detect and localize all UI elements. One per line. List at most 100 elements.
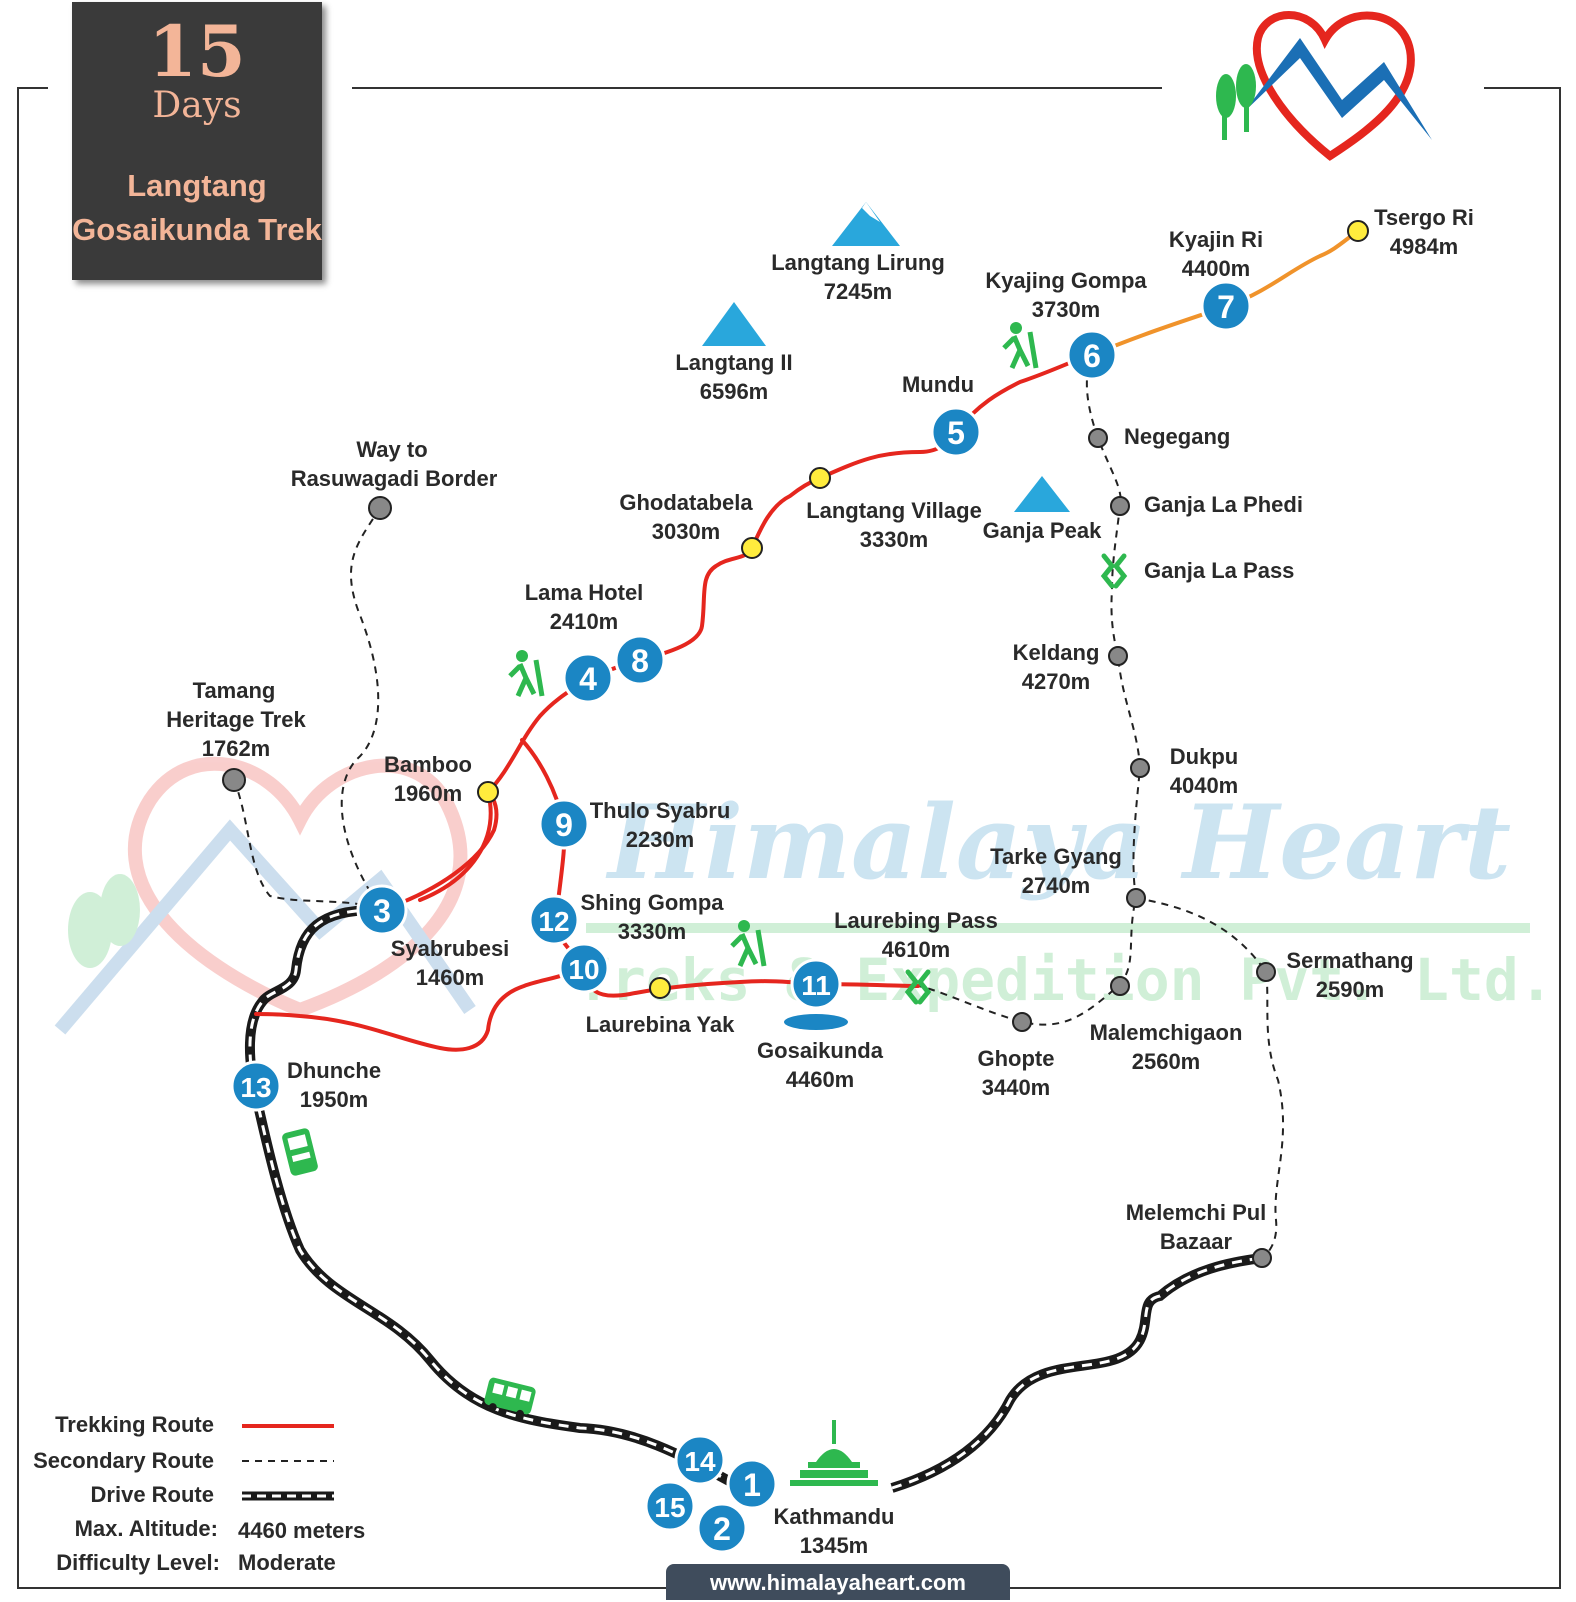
place-name: Ghopte xyxy=(978,1046,1055,1071)
waypoints xyxy=(222,220,1369,1268)
stupa-icon xyxy=(790,1420,878,1486)
place-name: Kyajing Gompa xyxy=(985,268,1147,293)
himalaya-heart-logo xyxy=(1216,11,1432,161)
logo-heart-icon xyxy=(1252,11,1415,161)
place-name: Tarke Gyang xyxy=(990,844,1122,869)
place-name-line2: Heritage Trek xyxy=(166,707,306,732)
place-laurebina-yak: Laurebina Yak xyxy=(586,1012,736,1037)
peak-langtang-lirung: Langtang Lirung 7245m xyxy=(771,202,945,304)
title-days-word: Days xyxy=(152,85,242,126)
place-bamboo: Bamboo 1960m xyxy=(384,752,472,806)
day-number: 7 xyxy=(1217,289,1235,325)
place-name: Ganja La Pass xyxy=(1144,558,1294,583)
place-labels: Tsergo Ri 4984m Kyajin Ri 4400m Kyajing … xyxy=(166,205,1474,1558)
place-name: Ghodatabela xyxy=(619,490,753,515)
place-name: Negegang xyxy=(1124,424,1230,449)
day-marker-5: 5 xyxy=(930,406,982,458)
place-name: Langtang Village xyxy=(806,498,982,523)
place-dukpu: Dukpu 4040m xyxy=(1170,744,1239,798)
place-melemchi-pul: Melemchi Pul Bazaar xyxy=(1126,1200,1267,1254)
waypoint-keldang xyxy=(1108,646,1128,666)
peak-name: Langtang Lirung xyxy=(771,250,945,275)
place-name-line1: Tamang xyxy=(193,678,276,703)
place-name: Laurebing Pass xyxy=(834,908,998,933)
place-way-to-rasuwagadi: Way to Rasuwagadi Border xyxy=(291,437,498,491)
day-marker-13: 13 xyxy=(230,1060,282,1112)
day-number: 15 xyxy=(654,1492,685,1523)
waypoint-melemchi-pul xyxy=(1252,1248,1272,1268)
place-elevation: 1762m xyxy=(202,736,271,761)
waypoint-ganja-la-phedi xyxy=(1110,496,1130,516)
day-marker-1: 1 xyxy=(726,1458,778,1510)
place-elevation: 2230m xyxy=(626,827,695,852)
place-name: Dhunche xyxy=(287,1058,381,1083)
place-laurebing-pass: Laurebing Pass 4610m xyxy=(834,908,998,962)
day-marker-8: 8 xyxy=(614,634,666,686)
website-link[interactable]: www.himalayaheart.com xyxy=(666,1564,1010,1600)
peak-langtang-ii: Langtang II 6596m xyxy=(675,302,793,404)
watermark-line2: Treks & Expedition Pvt. Ltd. xyxy=(576,946,1554,1014)
day-marker-9: 9 xyxy=(538,798,590,850)
place-negegang: Negegang xyxy=(1124,424,1230,449)
title-box: 15 Days Langtang Gosaikunda Trek xyxy=(72,2,322,280)
place-name-line1: Way to xyxy=(356,437,427,462)
hiker-icon xyxy=(730,920,767,968)
day-number: 6 xyxy=(1083,338,1101,374)
place-name: Malemchigaon xyxy=(1090,1020,1243,1045)
drive-route xyxy=(244,905,1263,1493)
day-marker-11: 11 xyxy=(790,958,842,1010)
place-name: Dukpu xyxy=(1170,744,1238,769)
place-kathmandu: Kathmandu 1345m xyxy=(774,1504,895,1558)
hiker-icons xyxy=(508,322,1039,968)
place-name-line2: Rasuwagadi Border xyxy=(291,466,498,491)
day-number: 2 xyxy=(713,1511,731,1547)
title-days-number: 15 xyxy=(148,10,246,93)
place-name-line1: Melemchi Pul xyxy=(1126,1200,1267,1225)
peak-ganja: Ganja Peak xyxy=(983,476,1102,543)
mountain-icon xyxy=(832,202,900,246)
place-name: Laurebina Yak xyxy=(586,1012,736,1037)
peak-name: Ganja Peak xyxy=(983,518,1102,543)
day-number: 4 xyxy=(579,661,597,697)
legend-drive-route: Drive Route xyxy=(91,1482,214,1507)
day-marker-15: 15 xyxy=(644,1480,696,1532)
day-number: 5 xyxy=(947,415,965,451)
legend-max-altitude-label: Max. Altitude: xyxy=(75,1516,218,1541)
waypoint-dukpu xyxy=(1130,758,1150,778)
place-kyajing-gompa: Kyajing Gompa 3730m xyxy=(985,268,1147,322)
place-keldang: Keldang 4270m xyxy=(1013,640,1100,694)
bus-icon xyxy=(484,1377,536,1418)
place-name: Thulo Syabru xyxy=(590,798,731,823)
place-name: Shing Gompa xyxy=(581,890,725,915)
legend-trekking-route: Trekking Route xyxy=(55,1412,214,1437)
day-markers: 1 2 3 4 5 6 7 8 9 10 11 12 13 14 15 xyxy=(230,280,1252,1554)
mountain-icon xyxy=(1014,476,1070,512)
waypoint-langtang-village xyxy=(809,467,831,489)
peak-name: Langtang II xyxy=(675,350,792,375)
day-number: 9 xyxy=(555,807,573,843)
place-elevation: 2740m xyxy=(1022,873,1091,898)
place-name: Kathmandu xyxy=(774,1504,895,1529)
legend-max-altitude-value: 4460 meters xyxy=(238,1518,365,1543)
waypoint-ghodatabela xyxy=(741,537,763,559)
day-number: 14 xyxy=(684,1446,716,1477)
logo-hikers-icon xyxy=(1216,64,1256,140)
place-ghopte: Ghopte 3440m xyxy=(978,1046,1055,1100)
place-elevation: 1345m xyxy=(800,1533,869,1558)
secondary-routes xyxy=(233,354,1284,1259)
title-trek-name: Langtang Gosaikunda Trek xyxy=(72,164,322,252)
waypoint-bamboo xyxy=(477,781,499,803)
day-marker-3: 3 xyxy=(356,884,408,936)
place-gosaikunda: Gosaikunda 4460m xyxy=(757,1038,884,1092)
waypoint-way-to-rasuwagadi xyxy=(368,496,392,520)
legend-difficulty-value: Moderate xyxy=(238,1550,336,1575)
place-thulo-syabru: Thulo Syabru 2230m xyxy=(590,798,731,852)
place-name: Sermathang xyxy=(1286,948,1413,973)
place-name: Mundu xyxy=(902,372,974,397)
watermark-hikers-icon xyxy=(68,874,140,968)
waypoint-tamang-heritage xyxy=(222,768,246,792)
place-elevation: 4400m xyxy=(1182,256,1251,281)
day-number: 13 xyxy=(240,1072,271,1103)
logo-mountain-icon xyxy=(1244,38,1432,140)
legend-secondary-route: Secondary Route xyxy=(33,1448,214,1473)
